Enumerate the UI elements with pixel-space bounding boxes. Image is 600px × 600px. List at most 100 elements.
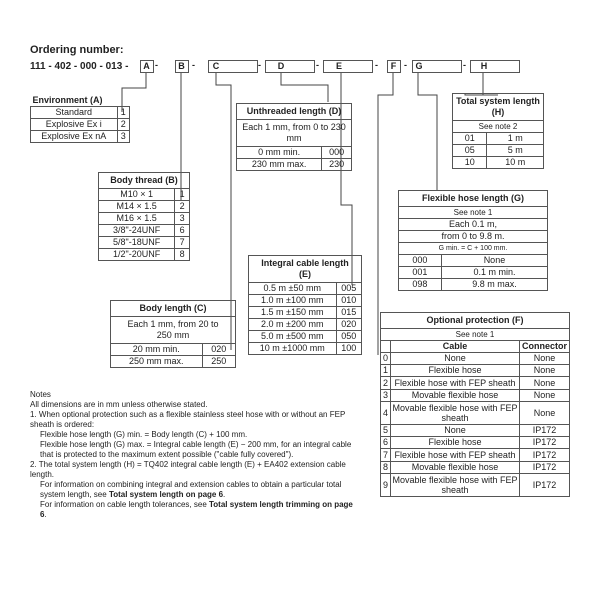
line-f	[377, 72, 394, 355]
cable-code: 050	[335, 330, 363, 343]
thread-label: M10 × 1	[97, 188, 176, 201]
prot-cable: Movable flexible hose	[390, 461, 520, 474]
prot-cable: Movable flexible hose with FEP sheath	[390, 401, 520, 425]
body-length-title: Body length (C)	[110, 300, 236, 317]
slot-h	[470, 60, 520, 73]
total-label: 10 m	[486, 156, 544, 169]
note-2b: For information on cable length toleranc…	[40, 500, 207, 509]
thread-code: 7	[174, 236, 190, 249]
protection-note: See note 1	[380, 328, 570, 341]
total-code: 05	[451, 144, 488, 157]
slot-a-label: A	[143, 61, 150, 71]
slot-b	[175, 60, 189, 73]
col-connector: Connector	[519, 340, 570, 353]
thread-label: 5/8"-18UNF	[97, 236, 176, 249]
total-code: 01	[451, 132, 488, 145]
slot-d	[265, 60, 315, 73]
prot-code: 2	[379, 376, 392, 390]
env-label: Standard	[30, 106, 118, 119]
cable-code: 015	[335, 306, 363, 319]
note-2a-link: Total system length on page 6	[108, 490, 224, 499]
prot-conn: IP172	[519, 473, 570, 497]
prot-cable: None	[390, 352, 520, 365]
cable-label: 5.0 m ±500 mm	[248, 330, 337, 343]
prot-conn: None	[519, 389, 570, 402]
total-length-title: Total system length (H)	[452, 93, 544, 121]
prot-code: 9	[379, 473, 392, 497]
slot-f-label: F	[390, 61, 397, 71]
cable-code: 020	[335, 318, 363, 331]
cable-label: 1.0 m ±100 mm	[248, 294, 337, 307]
cable-label: 1.5 m ±150 mm	[248, 306, 337, 319]
note-1a: Flexible hose length (G) min. = Body len…	[40, 430, 248, 439]
thread-label: M14 × 1.5	[97, 200, 176, 213]
body-length-label: 250 mm max.	[110, 355, 203, 368]
thread-code: 1	[174, 188, 190, 201]
total-code: 10	[451, 156, 488, 169]
total-length-note: See note 2	[452, 120, 544, 133]
slot-h-label: H	[480, 61, 488, 71]
note-1: 1. When optional protection such as a fl…	[30, 410, 346, 429]
prot-code: 6	[379, 436, 392, 449]
cable-label: 2.0 m ±200 mm	[248, 318, 337, 331]
thread-code: 8	[174, 248, 190, 261]
notes: Notes All dimensions are in mm unless ot…	[30, 390, 360, 520]
slot-c	[208, 60, 258, 73]
unthreaded-table: Unthreaded length (D) Each 1 mm, from 0 …	[235, 103, 352, 171]
slot-b-label: B	[178, 61, 185, 71]
slot-e	[323, 60, 373, 73]
flex-hose-desc1: Each 0.1 m,	[398, 218, 548, 231]
prot-cable: Movable flexible hose	[390, 389, 520, 402]
prot-cable: Flexible hose	[390, 436, 520, 449]
flex-label: 9.8 m max.	[440, 278, 549, 291]
slot-f	[387, 60, 401, 73]
flex-code: 000	[398, 254, 442, 267]
unthreaded-label: 0 mm min.	[235, 146, 323, 159]
prot-conn: IP172	[519, 461, 570, 474]
notes-heading: Notes	[30, 390, 51, 399]
thread-code: 3	[174, 212, 190, 225]
env-code: 1	[116, 106, 131, 119]
flex-code: 001	[398, 266, 442, 279]
ordering-title: Ordering number:	[30, 44, 124, 56]
total-label: 5 m	[486, 144, 544, 157]
prot-cable: Flexible hose with FEP sheath	[390, 376, 520, 390]
protection-title: Optional protection (F)	[380, 312, 570, 329]
thread-code: 2	[174, 200, 190, 213]
env-code: 2	[116, 118, 131, 131]
flex-code: 098	[398, 278, 442, 291]
thread-code: 6	[174, 224, 190, 237]
line-d	[280, 72, 329, 102]
prot-code: 5	[379, 424, 392, 437]
slot-c-label: C	[212, 61, 220, 71]
slot-a	[140, 60, 154, 73]
note-2: 2. The total system length (H) = TQ402 i…	[30, 460, 346, 479]
prot-conn: None	[519, 352, 570, 365]
prot-conn: None	[519, 364, 570, 377]
thread-label: 3/8"-24UNF	[97, 224, 176, 237]
body-length-code: 020	[201, 343, 237, 356]
flex-hose-note: See note 1	[398, 206, 548, 219]
flex-label: 0.1 m min.	[440, 266, 549, 279]
flex-hose-table: Flexible hose length (G) See note 1 Each…	[398, 190, 549, 291]
prot-conn: None	[519, 376, 570, 390]
body-thread-title: Body thread (B)	[98, 172, 190, 189]
prot-code: 4	[379, 401, 392, 425]
prot-cable: Flexible hose	[390, 364, 520, 377]
body-length-label: 20 mm min.	[110, 343, 203, 356]
thread-label: 1/2"-20UNF	[97, 248, 176, 261]
prot-conn: None	[519, 401, 570, 425]
slot-g-label: G	[415, 61, 423, 71]
note-1b: Flexible hose length (G) max. = Integral…	[40, 440, 352, 459]
flex-hose-desc2: from 0 to 9.8 m.	[398, 230, 548, 243]
flex-hose-desc3: G min. = C + 100 mm.	[398, 242, 548, 255]
body-length-note: Each 1 mm, from 20 to 250 mm	[110, 316, 236, 344]
prot-code: 0	[379, 352, 392, 365]
notes-intro: All dimensions are in mm unless otherwis…	[30, 400, 208, 409]
unthreaded-code: 230	[321, 158, 352, 171]
note-2b-link: Total system length trimming on page 6	[40, 500, 353, 519]
